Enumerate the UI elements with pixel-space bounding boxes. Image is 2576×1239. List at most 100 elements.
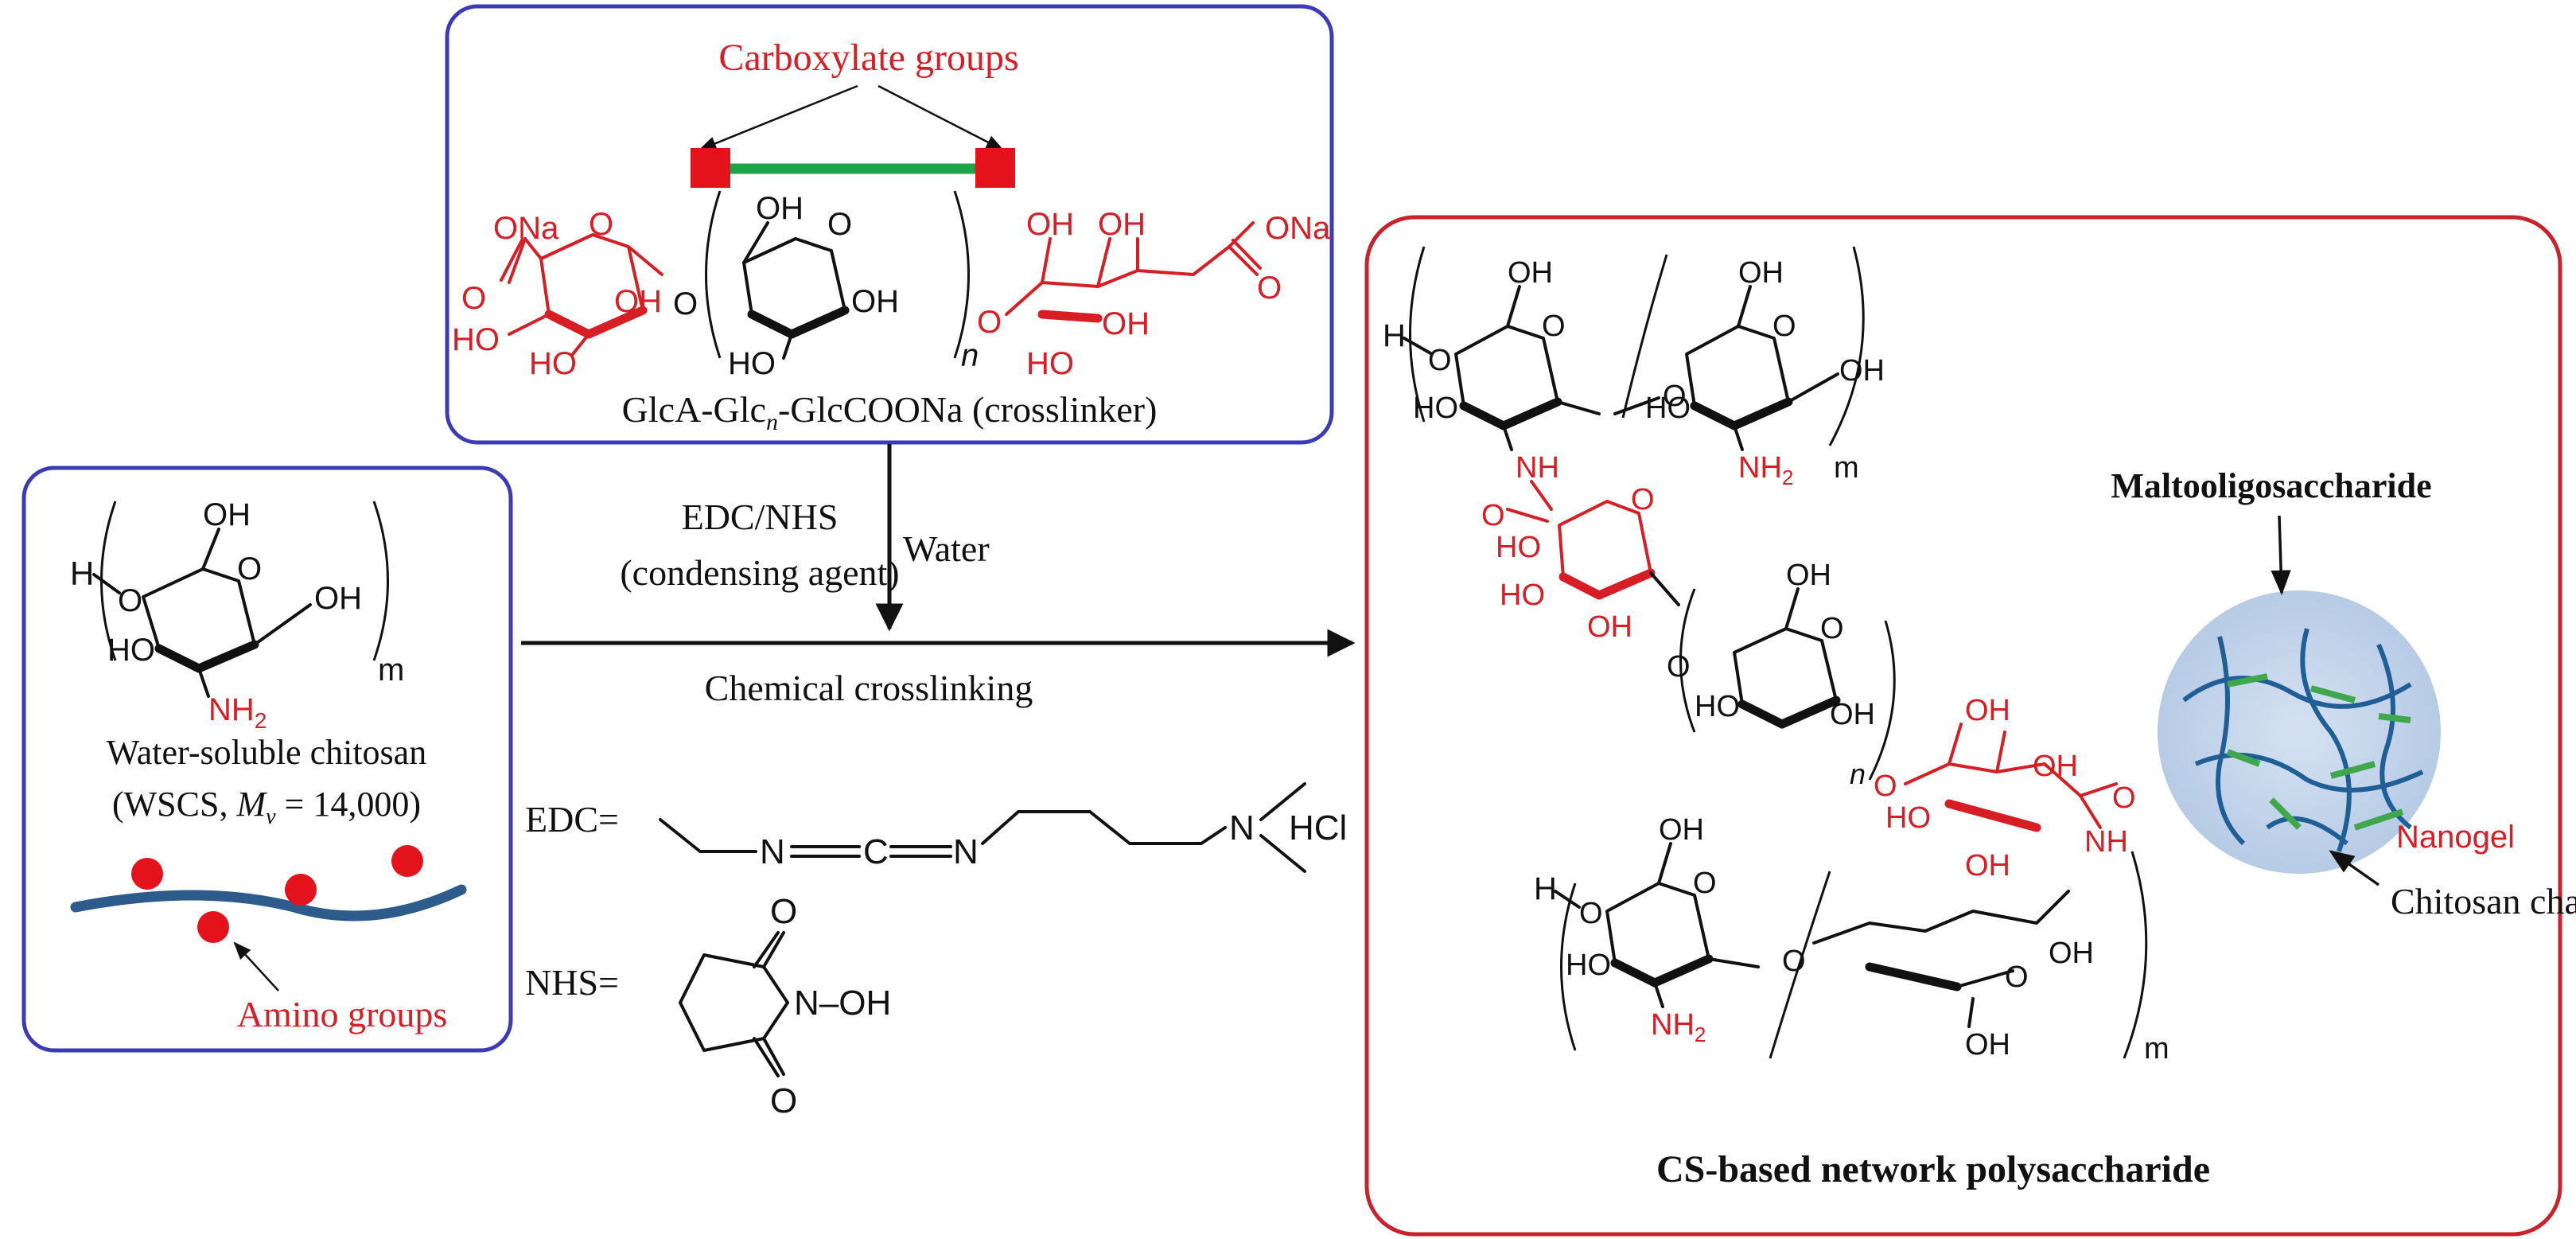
svg-text:O: O xyxy=(1874,770,1897,803)
svg-text:N: N xyxy=(953,832,979,871)
svg-text:OH: OH xyxy=(1508,256,1553,290)
svg-text:HO: HO xyxy=(452,322,500,357)
chitosan-panel-border xyxy=(21,466,513,1053)
svg-text:H: H xyxy=(1534,871,1557,906)
svg-text:HO: HO xyxy=(1026,346,1074,381)
product-center-glucose: O OH O HO OH n O xyxy=(1667,559,1897,803)
svg-text:OH: OH xyxy=(756,191,804,226)
svg-text:NH2: NH2 xyxy=(208,692,267,733)
svg-text:O: O xyxy=(461,281,486,316)
svg-text:HO: HO xyxy=(1645,392,1691,425)
svg-text:O: O xyxy=(237,551,262,586)
amino-group-dot xyxy=(131,858,163,890)
svg-text:O: O xyxy=(1428,344,1452,377)
svg-text:HO: HO xyxy=(1496,531,1541,564)
svg-text:OH: OH xyxy=(2049,937,2094,970)
nanogel-sphere xyxy=(2158,590,2441,874)
svg-text:OH: OH xyxy=(1026,207,1074,242)
nanogel-schematic xyxy=(2158,515,2441,886)
svg-text:O: O xyxy=(1772,310,1796,343)
svg-text:HCl: HCl xyxy=(1289,808,1347,847)
svg-text:HO: HO xyxy=(1413,392,1458,425)
svg-text:O: O xyxy=(673,286,698,321)
svg-text:ONa: ONa xyxy=(493,211,559,246)
svg-text:OH: OH xyxy=(1587,610,1632,644)
svg-text:HO: HO xyxy=(1885,801,1931,835)
carboxylate-pointer-left xyxy=(698,84,858,151)
chitosan-chain-pointer xyxy=(2329,850,2380,886)
svg-text:O: O xyxy=(2005,960,2029,994)
crosslinker-end-left xyxy=(691,148,730,188)
svg-text:O: O xyxy=(1820,612,1844,645)
glca-right-chain: O OH OH ONa O OH HO xyxy=(977,207,1331,381)
reaction-arrows: EDC/NHS (condensing agent) Water Chemica… xyxy=(521,444,1356,708)
svg-text:C: C xyxy=(863,832,889,871)
svg-text:OH: OH xyxy=(1839,354,1885,388)
product-panel: H O OH O HO NH O OH O OH HO N xyxy=(1364,215,2576,1237)
nhs-structure: NHS= O N–OH O xyxy=(525,892,891,1120)
svg-text:H: H xyxy=(1383,318,1406,353)
product-linker-left: O HO HO O OH xyxy=(1481,480,1680,644)
amino-group-dot xyxy=(197,911,229,943)
svg-text:OH: OH xyxy=(1965,849,2010,882)
svg-text:HO: HO xyxy=(107,633,155,668)
svg-text:OH: OH xyxy=(1659,813,1704,847)
crosslinker-panel-border xyxy=(445,4,1334,445)
product-title: CS-based network polysaccharide xyxy=(1656,1148,2210,1190)
svg-text:O: O xyxy=(1631,483,1655,516)
svg-text:OH: OH xyxy=(1098,207,1146,242)
svg-text:OH: OH xyxy=(1786,559,1831,592)
edc-structure: EDC= N C N N HCl xyxy=(525,782,1347,873)
svg-text:n: n xyxy=(961,338,979,373)
svg-text:NH: NH xyxy=(2084,825,2128,859)
svg-text:H: H xyxy=(70,555,94,592)
svg-text:NH: NH xyxy=(1516,451,1559,485)
svg-text:O: O xyxy=(770,1081,797,1120)
svg-text:OH: OH xyxy=(203,497,251,532)
svg-text:HO: HO xyxy=(1566,949,1611,982)
solvent-label: Water xyxy=(903,528,990,569)
maltooligosaccharide-label: Maltooligosaccharide xyxy=(2111,466,2431,505)
amino-pointer xyxy=(233,941,279,992)
svg-text:m: m xyxy=(2144,1032,2169,1066)
svg-text:O: O xyxy=(1579,897,1603,930)
svg-text:O: O xyxy=(1663,380,1687,413)
chitosan-chain-label: Chitosan chain xyxy=(2391,881,2576,921)
chitosan-name-line1: Water-soluble chitosan xyxy=(107,733,426,772)
product-bottom-chitosan: H O OH O HO NH2 O O OH OH m xyxy=(1534,813,2169,1066)
svg-text:O: O xyxy=(589,207,613,242)
glucose-repeat-ring: O OH O OH HO n xyxy=(673,190,979,381)
crosslinker-panel: Carboxylate groups ONa O O OH HO HO xyxy=(445,4,1334,445)
svg-text:OH: OH xyxy=(1102,306,1150,341)
svg-text:OH: OH xyxy=(1738,256,1784,290)
svg-text:O: O xyxy=(118,583,142,618)
svg-text:HO: HO xyxy=(728,346,776,381)
svg-text:N: N xyxy=(1229,808,1255,847)
amino-group-dot xyxy=(285,874,317,906)
svg-text:O: O xyxy=(1667,650,1691,684)
chitosan-chain-schematic xyxy=(70,884,467,921)
svg-text:n: n xyxy=(1850,758,1866,790)
svg-text:ONa: ONa xyxy=(1265,211,1331,246)
svg-text:O: O xyxy=(2112,781,2136,815)
svg-text:O: O xyxy=(1257,271,1282,306)
svg-text:O: O xyxy=(770,892,797,931)
svg-text:HO: HO xyxy=(1695,690,1740,723)
nanogel-label: Nanogel xyxy=(2396,820,2515,855)
product-linker-right: OH OH HO OH O NH xyxy=(1885,694,2136,882)
maltooligosaccharide-pointer xyxy=(2271,515,2291,596)
chitosan-name-line2: (WSCS, Mv = 14,000) xyxy=(112,785,421,829)
svg-text:O: O xyxy=(977,305,1002,340)
edc-label: EDC= xyxy=(525,799,619,840)
svg-text:NH2: NH2 xyxy=(1738,451,1793,489)
amino-group-dot xyxy=(391,845,423,877)
svg-text:N–OH: N–OH xyxy=(794,984,891,1023)
carboxylate-pointer-right xyxy=(877,84,1005,151)
crosslinker-end-right xyxy=(975,148,1015,188)
chitosan-panel: H O OH O OH HO NH2 m Water-soluble chito… xyxy=(21,466,513,1053)
svg-text:m: m xyxy=(378,653,404,688)
svg-text:O: O xyxy=(827,207,852,242)
product-panel-border xyxy=(1364,215,2562,1237)
reagent-label-line1: EDC/NHS xyxy=(682,497,839,537)
